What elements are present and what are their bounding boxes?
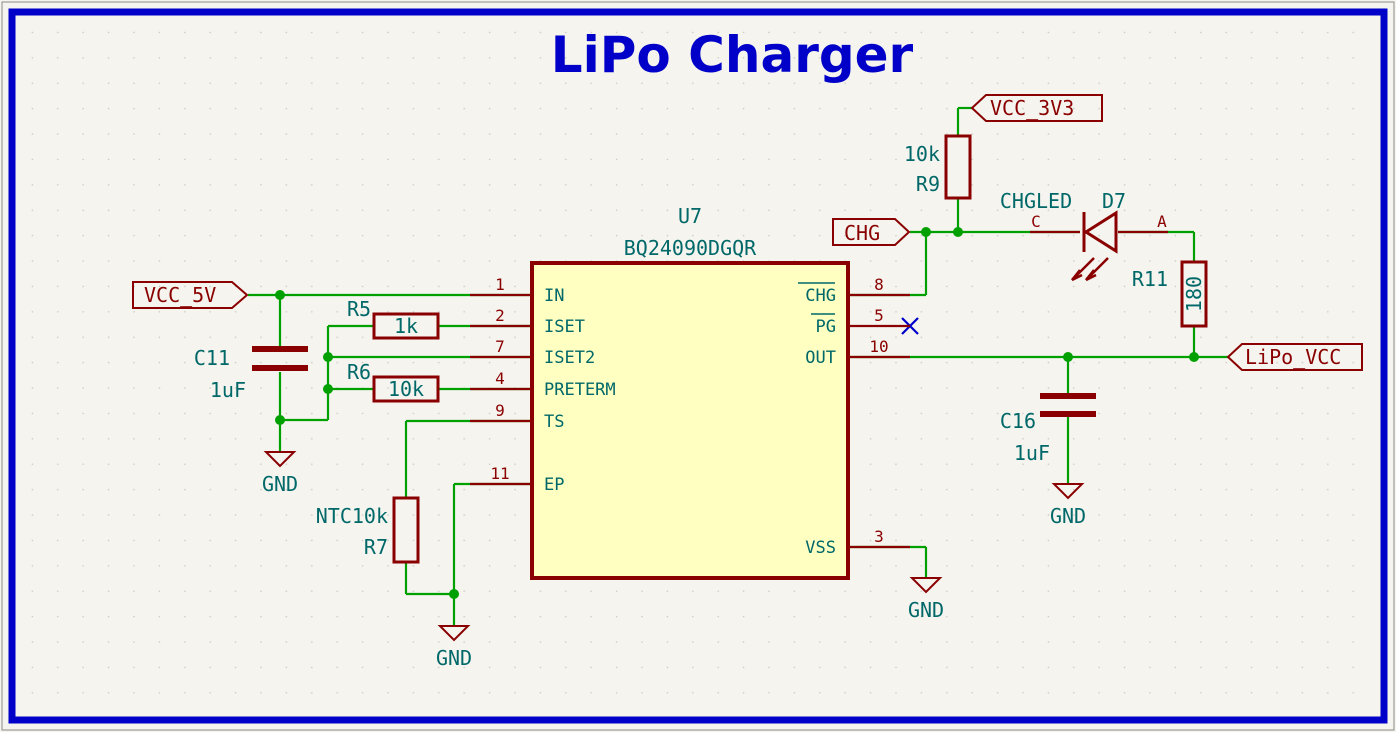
capacitor-c11[interactable]: C11 1uF (194, 346, 308, 402)
gnd-symbol[interactable]: GND (262, 451, 298, 496)
pin-name-pg: PG (816, 317, 836, 337)
capacitor-c16[interactable]: C16 1uF (1000, 393, 1096, 465)
junctions (275, 227, 1199, 599)
label-vcc5v[interactable]: VCC_5V (132, 281, 249, 309)
label-lipo-vcc-text: LiPo_VCC (1245, 345, 1341, 369)
pin-num-pg: 5 (874, 306, 884, 325)
gnd-label: GND (262, 472, 298, 496)
pin-name-in: IN (544, 286, 564, 306)
label-chg-text: CHG (844, 221, 880, 245)
d7-pin-c: C (1031, 212, 1041, 231)
pin-name-iset: ISET (544, 317, 585, 337)
pin-num-in: 1 (495, 275, 505, 294)
r6-value: 10k (388, 377, 424, 401)
pin-num-ep: 11 (490, 464, 509, 483)
ic-u7[interactable]: U7 BQ24090DGQR 1 2 7 4 9 11 IN ISET ISET… (470, 204, 910, 580)
c16-ref: C16 (1000, 409, 1036, 433)
r7-ref: R7 (364, 535, 388, 559)
pin-name-ts: TS (544, 412, 564, 432)
d7-pin-a: A (1157, 212, 1167, 231)
c16-value: 1uF (1014, 441, 1050, 465)
resistor-r9[interactable]: 10k R9 (904, 134, 972, 200)
pin-name-iset2: ISET2 (544, 348, 595, 368)
pin-name-chg: CHG (805, 286, 836, 306)
sheet-title: LiPo Charger (551, 26, 914, 84)
gnd-label: GND (436, 646, 472, 670)
pin-num-preterm: 4 (495, 369, 505, 388)
c11-ref: C11 (194, 346, 230, 370)
led-d7[interactable]: CHGLED D7 C A (1000, 189, 1168, 282)
r11-value: 180 (1182, 276, 1206, 312)
label-lipo-vcc[interactable]: LiPo_VCC (1226, 343, 1363, 371)
pin-name-vss: VSS (805, 538, 836, 558)
pin-num-chg: 8 (874, 275, 884, 294)
r9-value: 10k (904, 142, 940, 166)
r9-ref: R9 (916, 172, 940, 196)
pin-num-out: 10 (869, 337, 888, 356)
gnd-symbol[interactable]: GND (1050, 483, 1086, 528)
label-vcc3v3-text: VCC_3V3 (990, 96, 1074, 120)
r5-ref: R5 (347, 297, 371, 321)
gnd-label: GND (908, 598, 944, 622)
ic-value: BQ24090DGQR (624, 236, 757, 260)
label-vcc5v-text: VCC_5V (144, 283, 216, 307)
ic-ref: U7 (678, 204, 702, 228)
resistor-r11[interactable]: R11 180 (1132, 260, 1208, 328)
label-chg[interactable]: CHG (832, 218, 911, 246)
pin-name-preterm: PRETERM (544, 380, 616, 400)
r7-value: NTC10k (316, 504, 388, 528)
r11-ref: R11 (1132, 267, 1168, 291)
r6-ref: R6 (347, 360, 371, 384)
pin-num-iset2: 7 (495, 337, 505, 356)
d7-ref: D7 (1102, 189, 1126, 213)
d7-value: CHGLED (1000, 189, 1072, 213)
gnd-symbol[interactable]: GND (436, 625, 472, 670)
light-emission-icon (1071, 257, 1109, 282)
sheet-border (8, 8, 1388, 724)
resistor-r6[interactable]: R6 10k (347, 360, 440, 403)
pin-name-ep: EP (544, 475, 564, 495)
c11-value: 1uF (210, 378, 246, 402)
label-vcc3v3[interactable]: VCC_3V3 (970, 94, 1103, 122)
r5-value: 1k (394, 314, 418, 338)
pin-num-ts: 9 (495, 401, 505, 420)
resistor-r7[interactable]: NTC10k R7 (316, 496, 420, 564)
pin-num-vss: 3 (874, 527, 884, 546)
gnd-label: GND (1050, 504, 1086, 528)
resistor-r5[interactable]: R5 1k (347, 297, 440, 340)
gnd-symbol[interactable]: GND (908, 577, 944, 622)
pin-num-iset: 2 (495, 306, 505, 325)
pin-name-out: OUT (805, 348, 836, 368)
